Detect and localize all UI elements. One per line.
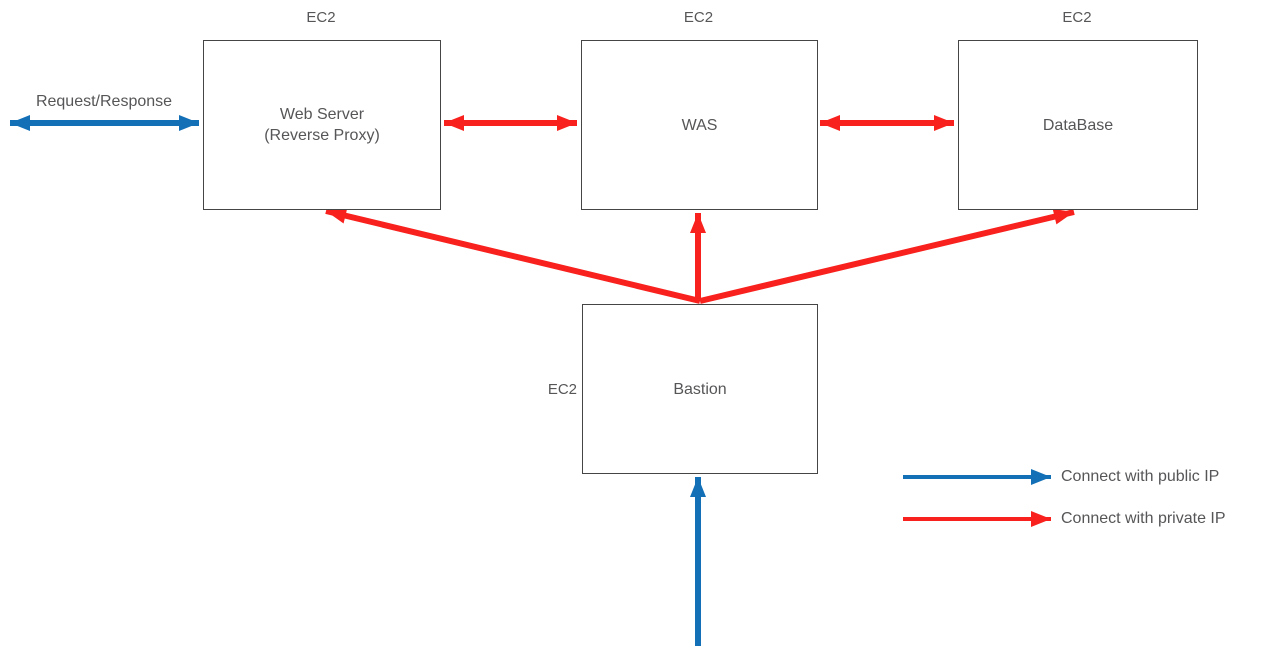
ec2-label-was: EC2 xyxy=(683,9,714,26)
node-database-label: DataBase xyxy=(1042,116,1114,134)
node-database: DataBase xyxy=(958,40,1198,210)
node-web-server-label-line2: (Reverse Proxy) xyxy=(264,127,380,144)
ec2-label-bastion: EC2 xyxy=(547,381,577,398)
node-web-server-label: Web Server (Reverse Proxy) xyxy=(264,104,380,146)
node-bastion-label: Bastion xyxy=(673,380,727,398)
legend-label-private: Connect with private IP xyxy=(1061,510,1226,527)
node-web-server: Web Server (Reverse Proxy) xyxy=(203,40,441,210)
node-was: WAS xyxy=(581,40,818,210)
legend-label-public: Connect with public IP xyxy=(1061,468,1220,485)
ec2-label-web-server: EC2 xyxy=(306,9,336,26)
arrow-bastion-database xyxy=(699,208,1075,304)
ec2-label-database: EC2 xyxy=(1062,9,1092,26)
node-web-server-label-line1: Web Server xyxy=(279,106,365,123)
node-was-label: WAS xyxy=(681,116,718,134)
request-response-label: Request/Response xyxy=(35,93,173,110)
arrow-bastion-webserver xyxy=(325,207,701,304)
node-bastion: Bastion xyxy=(582,304,818,474)
